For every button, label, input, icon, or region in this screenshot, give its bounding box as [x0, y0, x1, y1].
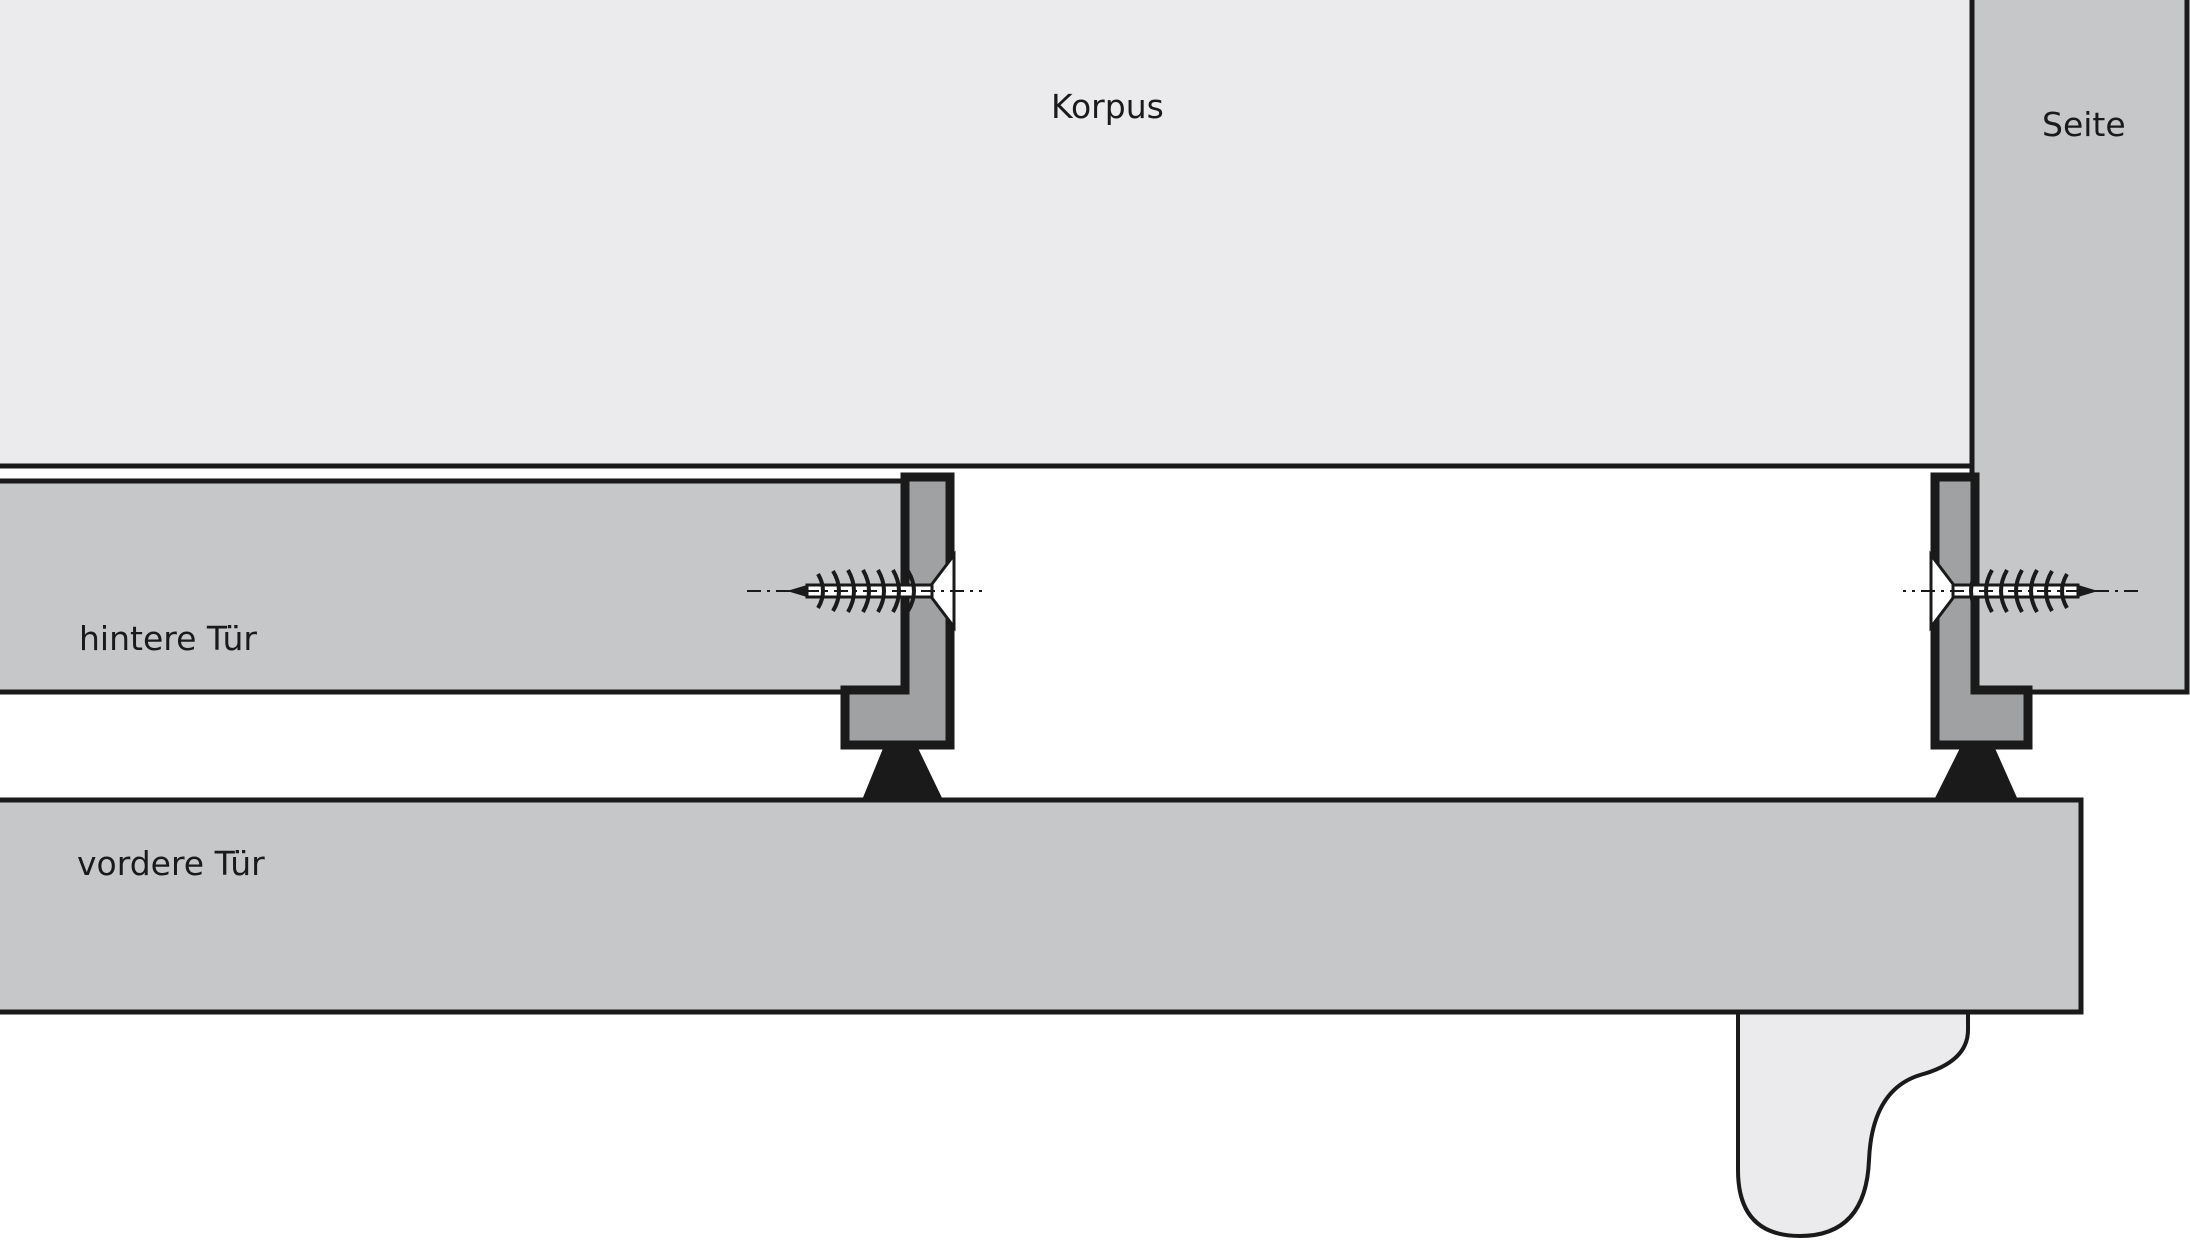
vordere-tuer-label: vordere Tür: [77, 844, 265, 883]
hintere-tuer-panel: [0, 478, 918, 695]
left-angle-bracket: [840, 472, 955, 750]
hintere-tuer-label: hintere Tür: [79, 619, 257, 658]
korpus-panel: [0, 0, 1977, 469]
right-glide-foot: [1934, 746, 2018, 800]
right-angle-bracket: [1930, 472, 2033, 750]
vordere-tuer-panel: [0, 797, 2084, 1015]
korpus-label: Korpus: [1051, 87, 1164, 126]
seite-label: Seite: [2042, 105, 2126, 144]
left-glide-foot: [862, 746, 943, 800]
seite-panel: [1969, 0, 2190, 695]
door-handle: [1736, 1003, 1970, 1239]
